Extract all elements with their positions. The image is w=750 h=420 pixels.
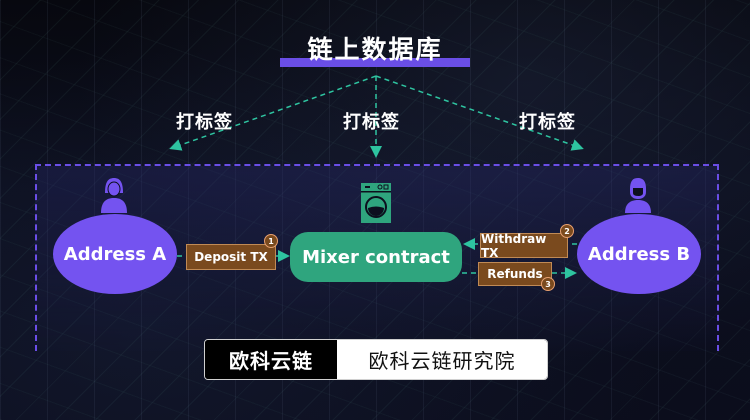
address-b-node: Address B — [577, 214, 701, 294]
washing-machine-icon — [361, 183, 391, 223]
tag-label-left: 打标签 — [176, 112, 233, 133]
step-badge-3: 3 — [541, 277, 555, 291]
deposit-tx-label: Deposit TX — [186, 244, 276, 270]
tag-label-right: 打标签 — [519, 112, 576, 133]
mixer-contract-node: Mixer contract — [290, 232, 462, 282]
person-female-icon — [101, 178, 127, 213]
step-badge-1: 1 — [264, 234, 278, 248]
address-a-node: Address A — [53, 214, 177, 294]
footer-logo: 欧科云链 欧科云链研究院 — [204, 339, 548, 380]
diagram-title: 链上数据库 — [307, 35, 443, 64]
person-male-icon — [625, 178, 651, 213]
step-badge-2: 2 — [560, 224, 574, 238]
title-underline — [280, 58, 470, 67]
withdraw-tx-label: Withdraw TX — [480, 232, 568, 260]
tag-label-center: 打标签 — [343, 112, 400, 133]
footer-brand: 欧科云链 — [205, 340, 337, 379]
refunds-label: Refunds — [478, 262, 552, 286]
footer-institute: 欧科云链研究院 — [337, 340, 547, 379]
